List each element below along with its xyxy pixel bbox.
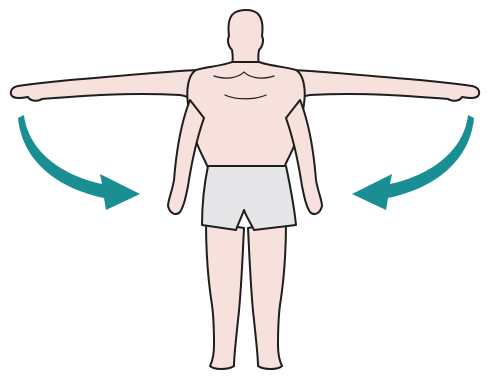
right-leg — [248, 222, 286, 369]
right-arm — [291, 70, 479, 101]
left-lower-arm — [168, 100, 204, 214]
left-arm — [11, 70, 198, 101]
left-curved-arrow-icon — [18, 115, 140, 210]
shorts — [202, 166, 296, 230]
head — [228, 10, 263, 64]
left-leg — [206, 222, 244, 369]
right-curved-arrow-icon — [352, 115, 474, 210]
